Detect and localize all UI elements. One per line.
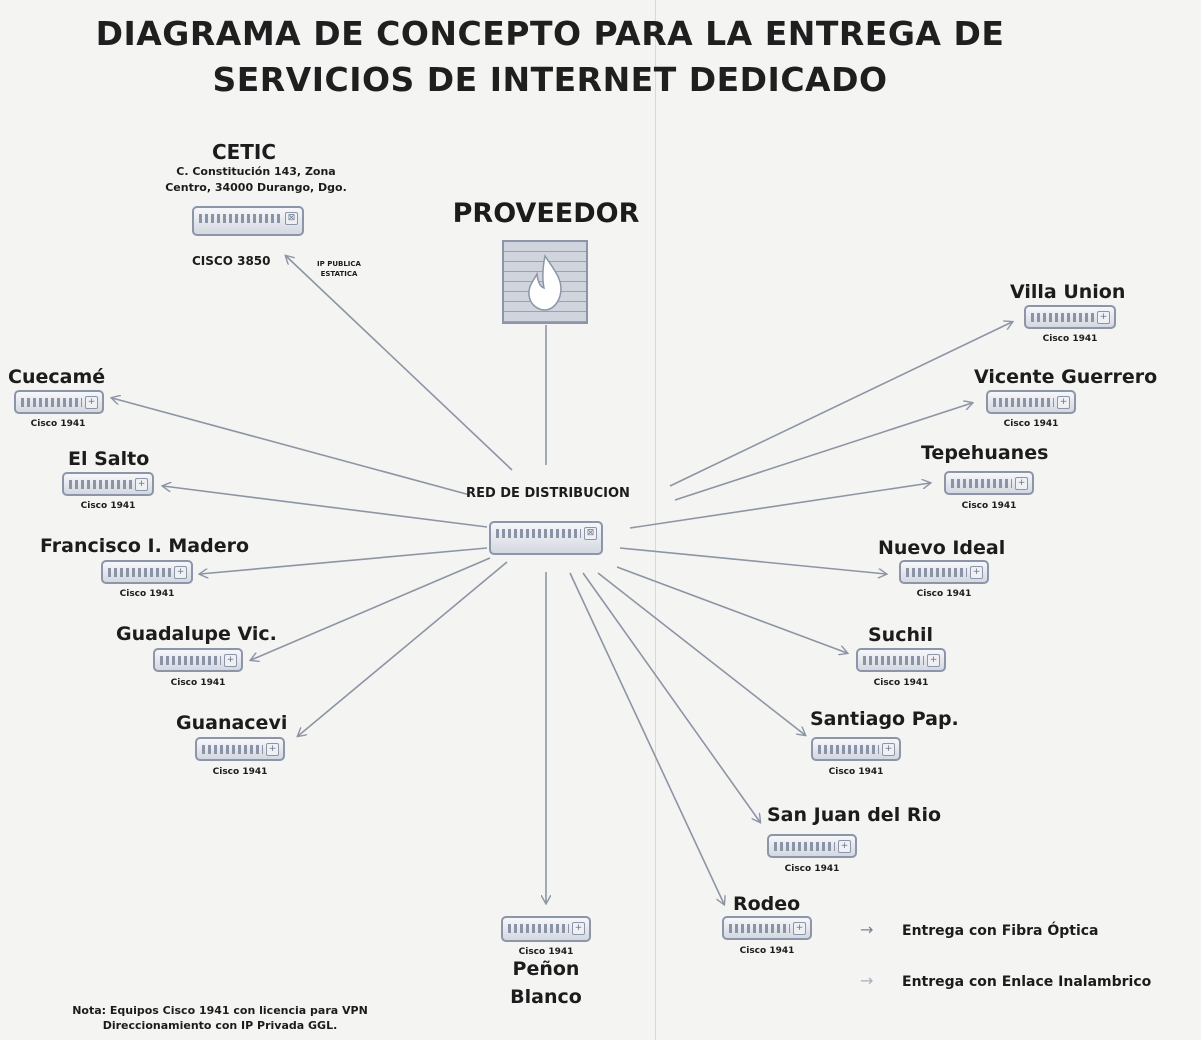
- link-guadalupe: [251, 557, 491, 660]
- site-cuecame-model: Cisco 1941: [30, 419, 86, 429]
- router-icon: +: [986, 390, 1076, 414]
- legend-wireless-label: Entrega con Enlace Inalambrico: [902, 974, 1152, 990]
- site-tepehuanes-label: Tepehuanes: [921, 442, 1049, 464]
- link-tepehuanes: [629, 483, 930, 529]
- router-icon: +: [811, 737, 901, 761]
- router-icon: +: [899, 560, 989, 584]
- link-el-salto: [163, 486, 488, 528]
- site-rodeo-model: Cisco 1941: [739, 946, 795, 956]
- router-icon: +: [944, 471, 1034, 495]
- cetic-name: CETIC: [211, 140, 277, 164]
- site-cuecame-label: Cuecamé: [8, 366, 106, 388]
- router-icon: +: [14, 390, 104, 414]
- router-icon: +: [101, 560, 193, 584]
- site-san-juan-model: Cisco 1941: [784, 864, 840, 874]
- footnote: Nota: Equipos Cisco 1941 con licencia pa…: [20, 1003, 420, 1033]
- site-nuevo-ideal-model: Cisco 1941: [916, 589, 972, 599]
- site-tepehuanes-model: Cisco 1941: [961, 501, 1017, 511]
- firewall-icon: [502, 240, 588, 324]
- footnote-line2: Direccionamiento con IP Privada GGL.: [102, 1019, 338, 1032]
- site-penon-label-line2: Blanco: [510, 986, 582, 1008]
- site-suchil-model: Cisco 1941: [873, 678, 929, 688]
- router-icon: +: [856, 648, 946, 672]
- diagram-title-line2: SERVICIOS DE INTERNET DEDICADO: [212, 60, 888, 99]
- site-vicente-model: Cisco 1941: [1003, 419, 1059, 429]
- distribution-switch-icon: ⊠: [489, 521, 603, 555]
- cetic-switch-icon: ⊠: [192, 206, 304, 236]
- link-note-line1: IP PUBLICA: [317, 260, 361, 268]
- distribution-label: RED DE DISTRIBUCION: [466, 486, 630, 501]
- cetic-model: CISCO 3850: [192, 254, 271, 268]
- site-guadalupe-model: Cisco 1941: [170, 678, 226, 688]
- legend-fiber-arrow-icon: →: [860, 920, 874, 939]
- link-suchil: [616, 566, 847, 653]
- router-icon: +: [767, 834, 857, 858]
- site-el-salto-model: Cisco 1941: [80, 501, 136, 511]
- site-madero-model: Cisco 1941: [119, 589, 175, 599]
- site-nuevo-ideal-label: Nuevo Ideal: [878, 537, 1006, 559]
- scan-fold-line: [655, 0, 656, 1040]
- link-santiago: [597, 572, 805, 735]
- site-san-juan-label: San Juan del Rio: [767, 804, 942, 826]
- diagram-title-line1: DIAGRAMA DE CONCEPTO PARA LA ENTREGA DE: [95, 14, 1005, 53]
- site-santiago-label: Santiago Pap.: [810, 708, 959, 730]
- cetic-address-line1: C. Constitución 143, Zona: [176, 165, 336, 178]
- site-penon-model: Cisco 1941: [518, 947, 574, 957]
- legend-fiber-label: Entrega con Fibra Óptica: [902, 923, 1099, 939]
- router-icon: +: [153, 648, 243, 672]
- link-madero: [200, 547, 488, 574]
- footnote-line1: Nota: Equipos Cisco 1941 con licencia pa…: [72, 1004, 368, 1017]
- cetic-address-line2: Centro, 34000 Durango, Dgo.: [165, 181, 347, 194]
- site-suchil-label: Suchil: [868, 624, 934, 646]
- site-villa-union-label: Villa Union: [1010, 281, 1126, 303]
- site-guanacevi-model: Cisco 1941: [212, 767, 268, 777]
- site-guadalupe-label: Guadalupe Vic.: [116, 623, 277, 645]
- site-vicente-label: Vicente Guerrero: [974, 366, 1158, 388]
- site-santiago-model: Cisco 1941: [828, 767, 884, 777]
- site-villa-union-model: Cisco 1941: [1042, 334, 1098, 344]
- link-san-juan: [582, 572, 760, 822]
- site-el-salto-label: El Salto: [68, 448, 150, 470]
- site-penon-label-line1: Peñon: [512, 958, 580, 980]
- site-madero-label: Francisco I. Madero: [40, 535, 250, 557]
- legend-wireless-arrow-icon: →: [860, 971, 874, 990]
- router-icon: +: [722, 916, 812, 940]
- link-note-line2: ESTATICA: [320, 270, 358, 278]
- link-guanacevi: [298, 561, 508, 736]
- router-icon: +: [195, 737, 285, 761]
- link-villa-union: [669, 322, 1012, 487]
- link-nuevo-ideal: [619, 547, 886, 574]
- link-vicente: [674, 403, 972, 501]
- link-rodeo: [569, 572, 724, 904]
- site-guanacevi-label: Guanacevi: [176, 712, 288, 734]
- fire-icon: [528, 254, 562, 311]
- link-cuecame: [112, 398, 471, 496]
- link-cetic: [286, 256, 513, 471]
- site-rodeo-label: Rodeo: [733, 893, 801, 915]
- provider-label: PROVEEDOR: [452, 198, 640, 229]
- router-icon: +: [1024, 305, 1116, 329]
- router-icon: +: [62, 472, 154, 496]
- router-icon: +: [501, 916, 591, 942]
